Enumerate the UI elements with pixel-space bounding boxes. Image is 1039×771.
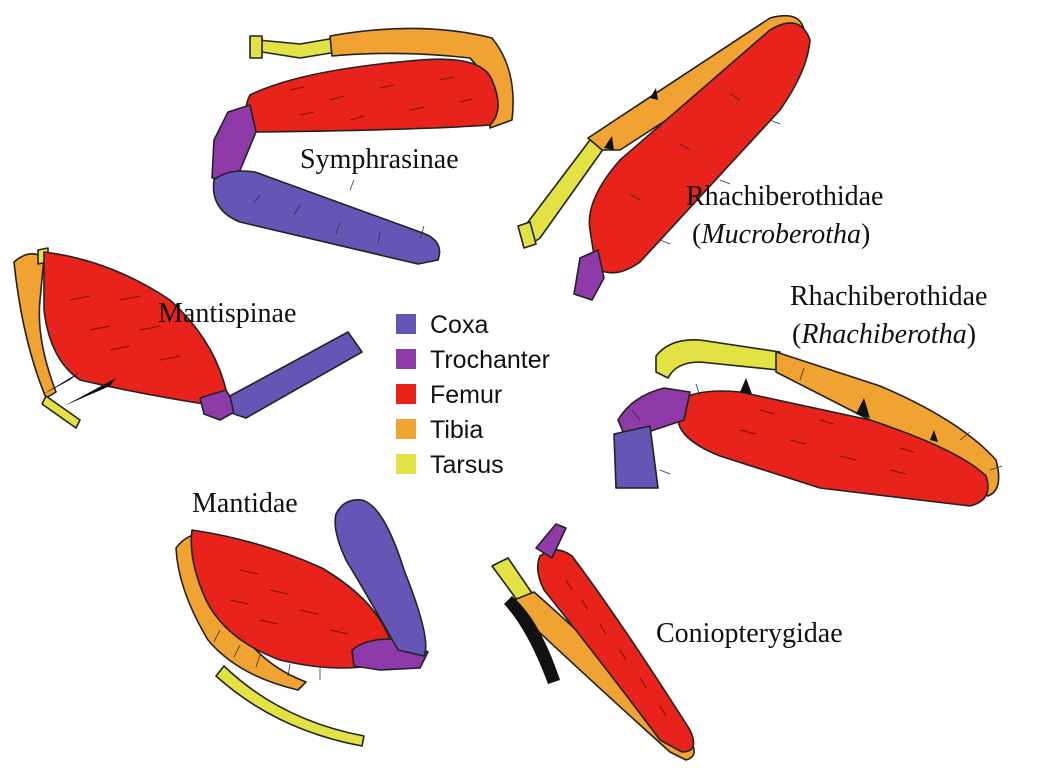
label-mucroberotha: (Mucroberotha) [692, 219, 870, 250]
mucroberotha-trochanter [574, 250, 604, 300]
symphrasinae-coxa [214, 171, 440, 264]
rhachiberotha-coxa [614, 426, 658, 488]
mantispinae-coxa [230, 332, 362, 418]
legend-swatch-coxa [396, 314, 416, 334]
legend-swatch-tarsus [396, 454, 416, 474]
legend-label-trochanter: Trochanter [430, 346, 550, 374]
leg-mantispinae [14, 248, 362, 428]
symphrasinae-trochanter [212, 105, 256, 180]
legend-swatch-femur [396, 384, 416, 404]
label-rhachiberothidae-2: Rhachiberothidae [790, 281, 987, 312]
label-mantispinae: Mantispinae [158, 298, 296, 329]
label-rhachiberothidae-1: Rhachiberothidae [686, 181, 883, 212]
leg-mucroberotha [518, 16, 810, 300]
label-coniopterygidae: Coniopterygidae [656, 618, 843, 649]
legend-label-tibia: Tibia [430, 416, 483, 444]
legend: Coxa Trochanter Femur Tibia Tarsus [396, 311, 550, 479]
leg-mantidae [176, 500, 428, 746]
legend-label-tarsus: Tarsus [430, 451, 504, 479]
symphrasinae-tarsus [258, 38, 337, 58]
label-rhachiberotha-genus: Rhachiberotha [800, 319, 966, 350]
symphrasinae-femur [246, 59, 498, 132]
legend-label-coxa: Coxa [430, 311, 488, 339]
leg-rhachiberotha [614, 340, 1002, 506]
legend-swatch-tibia [396, 419, 416, 439]
legend-label-femur: Femur [430, 381, 502, 409]
label-rhachiberotha: (Rhachiberotha) [792, 319, 976, 350]
rhachiberotha-tarsus [656, 340, 780, 378]
label-mantidae: Mantidae [192, 488, 298, 519]
legend-swatch-trochanter [396, 349, 416, 369]
label-symphrasinae: Symphrasinae [300, 144, 459, 175]
rhachiberotha-femur [678, 391, 988, 506]
label-mucroberotha-genus: Mucroberotha [700, 219, 861, 250]
